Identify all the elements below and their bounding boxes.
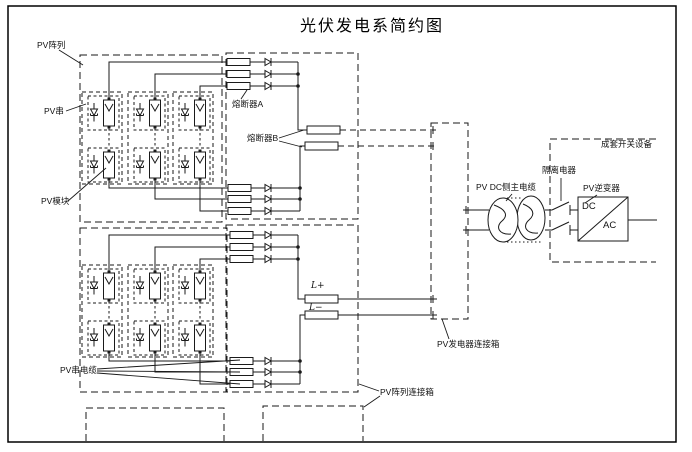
label-array-junction-box: PV阵列连接箱 — [380, 387, 434, 397]
pv-array-3-partial-box — [85, 407, 225, 441]
pv-strings — [81, 91, 214, 358]
terminal-ticks — [432, 126, 571, 319]
label-fuse-b: 熔断器B — [247, 133, 279, 143]
label-ac: AC — [603, 220, 617, 231]
label-dc-main-cable: PV DC侧主电缆 — [476, 182, 536, 192]
pv-array-1-box — [79, 54, 223, 223]
generator-junction-box — [430, 122, 469, 320]
pv-string-2 — [127, 91, 169, 185]
switchgear-box — [549, 138, 656, 263]
label-generator-junction-box: PV发电器连接箱 — [437, 339, 500, 349]
leader-lines — [58, 49, 598, 408]
array-junction-box-3-partial — [262, 405, 364, 441]
label-fuse-a: 熔断器A — [232, 99, 264, 109]
label-dc: DC — [582, 201, 596, 212]
label-switchgear: 成套开关设备 — [601, 139, 653, 149]
pv-string-1 — [81, 91, 123, 185]
label-isolator: 隔离电器 — [542, 165, 577, 175]
array-junction-box-2 — [225, 224, 359, 393]
wiring — [108, 61, 657, 385]
dc-main-cable-symbol — [487, 195, 546, 243]
label-line-negative: L− — [309, 303, 323, 313]
label-pv-string: PV串 — [44, 106, 64, 116]
label-pv-string-cable: PV串电缆 — [60, 365, 97, 375]
label-pv-module: PV模块 — [41, 196, 70, 206]
blocking-diodes — [264, 57, 272, 389]
pv-string-4 — [81, 264, 123, 358]
label-pv-array: PV阵列 — [37, 40, 66, 50]
pv-string-5 — [127, 264, 169, 358]
pv-string-3 — [172, 91, 214, 185]
array-junction-box-1 — [225, 52, 359, 220]
figure-border — [7, 5, 677, 443]
diagram-title: 光伏发电系简约图 — [299, 18, 444, 35]
pv-string-6 — [172, 264, 214, 358]
label-pv-inverter: PV逆变器 — [583, 183, 620, 193]
junction-dots — [296, 72, 302, 374]
enclosure-boxes — [79, 52, 656, 441]
inverter-symbol — [577, 196, 629, 242]
pv-array-2-box — [79, 227, 228, 393]
label-line-positive: L+ — [311, 281, 325, 291]
